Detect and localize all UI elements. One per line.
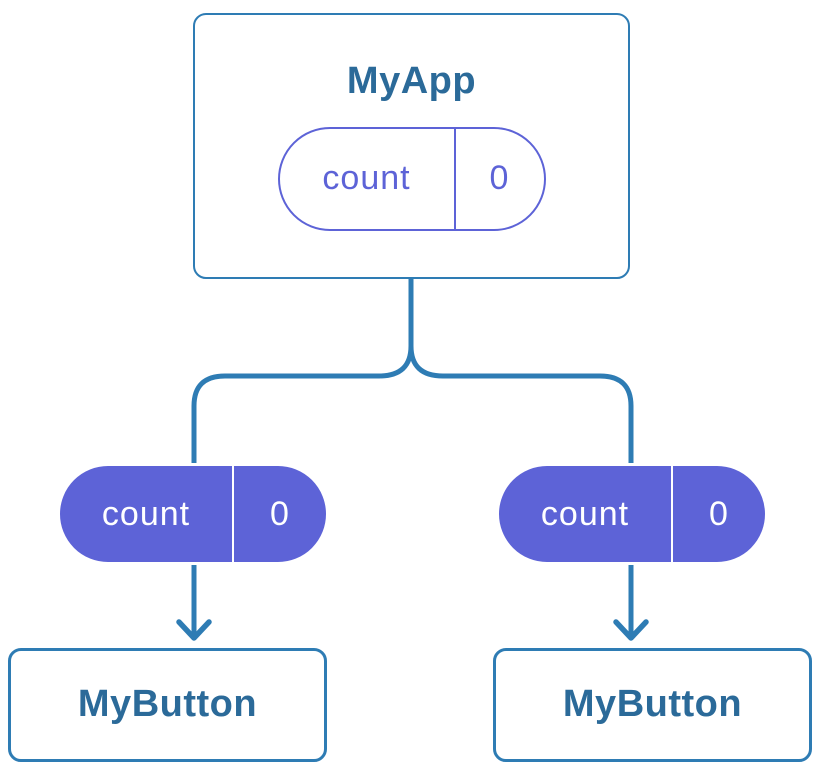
root-state-pill: count 0 <box>277 126 546 231</box>
child-component-title-right: MyButton <box>562 683 743 726</box>
prop-pill-right-label: count <box>540 494 630 533</box>
child-component-card-right: MyButton <box>493 648 812 762</box>
connector-branch-left <box>191 345 414 634</box>
root-state-pill-label: count <box>322 159 411 198</box>
prop-pill-right: count 0 <box>496 463 768 565</box>
child-component-card-left: MyButton <box>8 648 327 762</box>
root-state-pill-value: 0 <box>453 128 544 229</box>
prop-pill-left: count 0 <box>57 463 329 565</box>
prop-pill-right-value: 0 <box>671 466 765 562</box>
connector-branch-right <box>408 345 634 634</box>
prop-pill-left-value: 0 <box>232 466 326 562</box>
prop-pill-left-label: count <box>101 494 191 533</box>
arrowhead-left <box>176 619 212 641</box>
root-component-title: MyApp <box>346 60 477 102</box>
child-component-title-left: MyButton <box>77 683 258 726</box>
root-component-card: MyApp count 0 <box>193 13 630 279</box>
arrowhead-right <box>613 619 649 641</box>
